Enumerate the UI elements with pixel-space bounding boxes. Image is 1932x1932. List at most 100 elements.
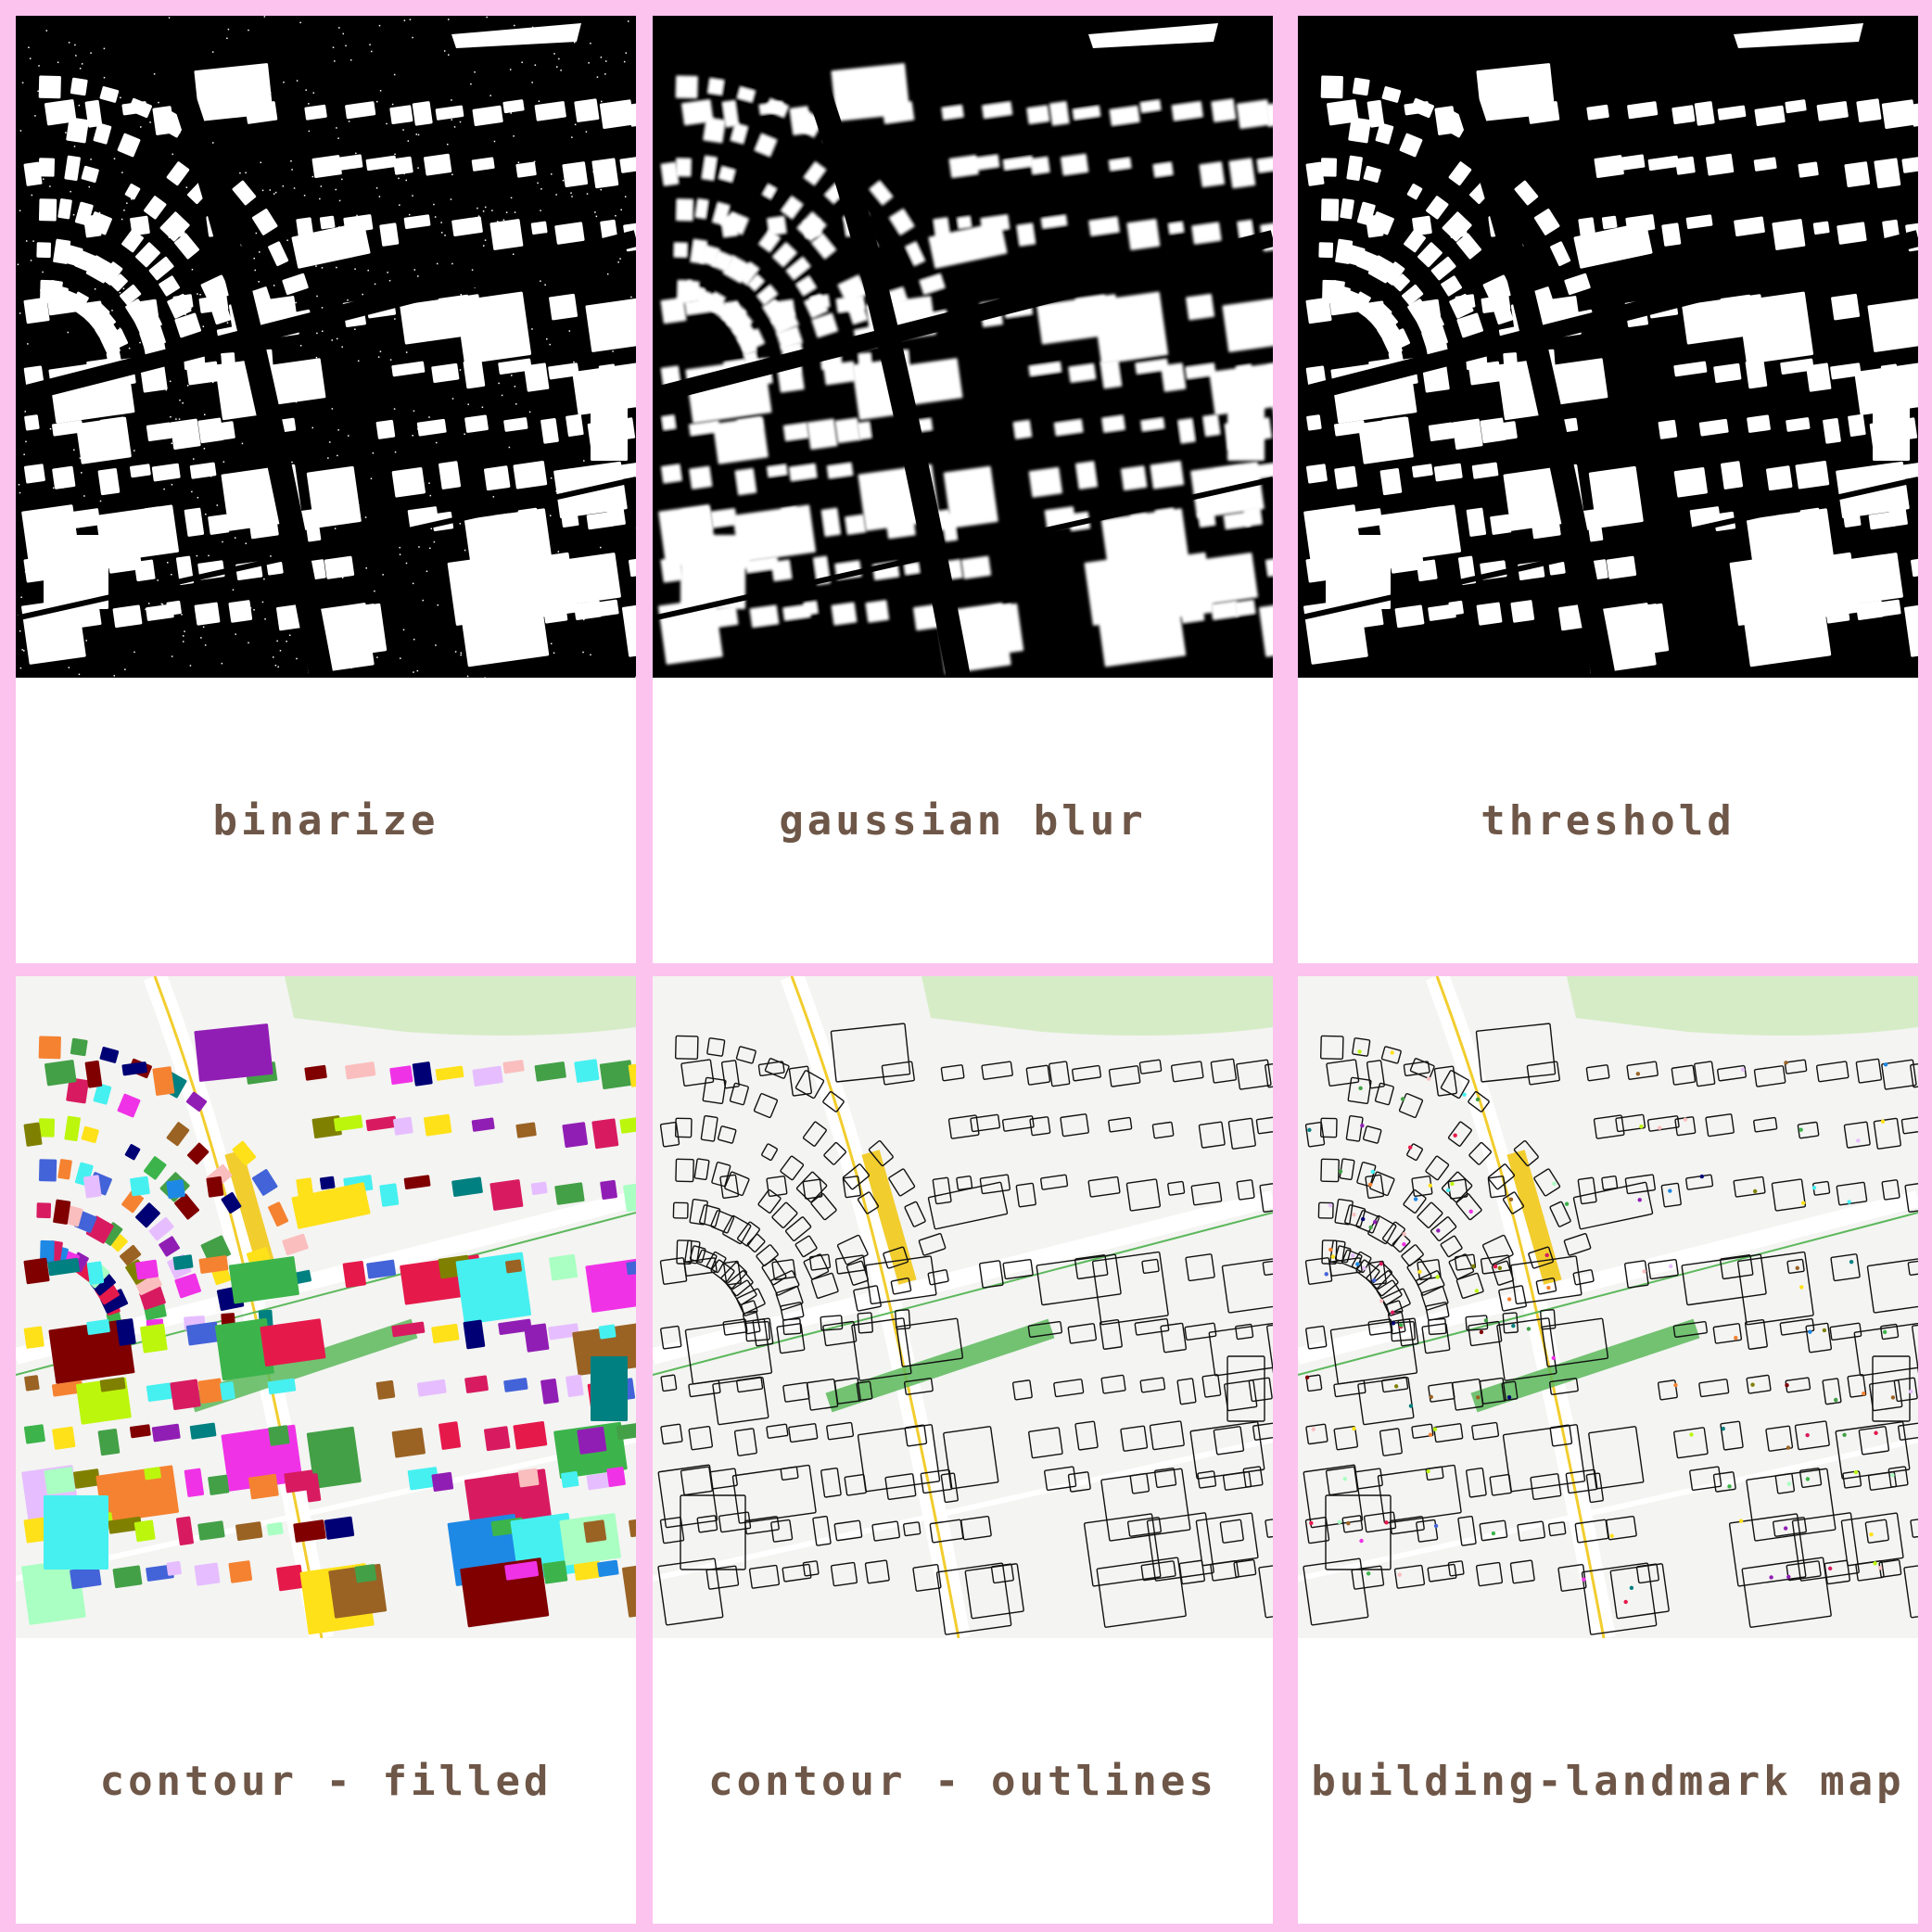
building-block [345, 101, 376, 120]
noise-speck [451, 119, 452, 121]
building-block [174, 1273, 201, 1299]
building-block [194, 1562, 221, 1586]
building-block [1753, 1116, 1778, 1133]
building-block [375, 419, 396, 439]
landmark-dot [1370, 1169, 1375, 1175]
building-block [1028, 361, 1062, 377]
noise-speck [544, 284, 546, 286]
building-block [1908, 298, 1918, 315]
noise-speck [341, 346, 343, 349]
building-block [1138, 1059, 1163, 1074]
building-block [416, 1379, 447, 1397]
noise-speck [50, 561, 53, 563]
building-block [542, 1560, 568, 1584]
noise-speck [596, 76, 599, 78]
building-block [47, 1257, 81, 1277]
building-block [680, 1494, 746, 1570]
building-block [1615, 154, 1646, 172]
building-block [657, 1464, 718, 1529]
building-block [159, 1236, 180, 1257]
noise-speck [440, 222, 442, 223]
building-block [947, 1114, 980, 1139]
building-block [1417, 242, 1443, 268]
building-block [84, 99, 103, 128]
landmark-dot [1426, 1076, 1431, 1081]
building-block [1855, 600, 1884, 620]
building-block [941, 104, 964, 121]
building-block [70, 1566, 102, 1590]
park-area [922, 976, 1273, 1036]
building-block [1548, 1378, 1579, 1395]
building-block [1448, 161, 1472, 186]
noise-speck [246, 569, 248, 572]
building-block [1420, 1285, 1449, 1311]
building-block [503, 417, 528, 432]
building-block [836, 1234, 869, 1265]
building-block [291, 1182, 371, 1229]
building-block [1775, 513, 1795, 533]
noise-speck [19, 667, 22, 669]
noise-speck [405, 562, 408, 565]
building-block [228, 1256, 299, 1304]
building-block [1380, 1376, 1409, 1393]
noise-speck [169, 380, 172, 383]
building-block [1040, 214, 1068, 230]
building-block [282, 273, 309, 296]
landmark-dot [1361, 1216, 1366, 1222]
building-block [1220, 559, 1244, 583]
building-block [220, 1381, 235, 1401]
building-block [748, 1564, 781, 1589]
landmark-dot [1346, 1520, 1351, 1526]
building-block [1747, 414, 1771, 433]
building-block [830, 1023, 911, 1083]
building-block [1029, 1116, 1051, 1137]
building-block [1402, 284, 1424, 306]
building-block [1593, 1114, 1625, 1139]
building-block [1428, 604, 1456, 621]
building-block [1441, 1171, 1473, 1203]
building-block [86, 1261, 105, 1285]
building-block [513, 1421, 548, 1450]
building-block [905, 241, 926, 267]
building-block [1149, 1420, 1185, 1451]
building-block [834, 417, 861, 444]
landmark-dot [1359, 1538, 1364, 1544]
building-block [845, 514, 867, 535]
building-block [1411, 1423, 1434, 1439]
building-block [794, 1070, 825, 1099]
noise-speck [106, 556, 108, 558]
noise-speck [311, 175, 314, 178]
noise-speck [21, 82, 24, 83]
building-block [1733, 1176, 1766, 1198]
noise-speck [378, 24, 381, 27]
building-block [1858, 1426, 1890, 1455]
noise-speck [510, 112, 512, 114]
noise-speck [309, 311, 311, 313]
building-block [471, 157, 495, 172]
building-block [534, 101, 566, 121]
landmark-dot [1805, 1432, 1810, 1438]
building-block [1392, 273, 1410, 292]
building-block [260, 1318, 326, 1367]
building-block [710, 1210, 735, 1234]
building-block [1367, 1214, 1397, 1245]
building-block [981, 1061, 1013, 1080]
noise-speck [533, 160, 536, 163]
noise-speck [388, 279, 391, 282]
noise-speck [450, 198, 452, 200]
building-block [884, 1473, 917, 1500]
noise-speck [433, 203, 435, 206]
building-block [24, 1375, 40, 1392]
building-block [1888, 1466, 1909, 1488]
building-block [1101, 414, 1125, 433]
landmark-dot [1328, 1247, 1333, 1252]
building-block [742, 1310, 761, 1335]
noise-speck [253, 609, 255, 611]
building-block [174, 312, 201, 338]
noise-speck [276, 372, 279, 374]
noise-speck [167, 222, 169, 223]
noise-speck [315, 265, 317, 267]
landmark-dots [1304, 1049, 1913, 1605]
building-block [121, 229, 144, 253]
building-block [120, 1244, 142, 1266]
